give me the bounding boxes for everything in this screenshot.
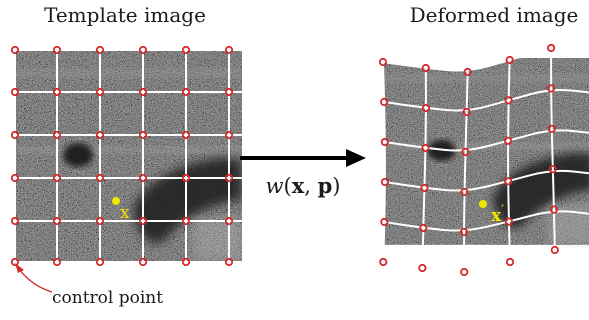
warped-line-horizontal — [383, 250, 589, 272]
transform-function: w — [266, 174, 284, 198]
template-image — [15, 50, 242, 262]
transform-close-paren: ) — [332, 174, 340, 198]
control-point-marker — [504, 177, 513, 186]
control-point-marker — [138, 216, 148, 226]
deformed-point-marker — [479, 200, 487, 208]
control-point-marker — [10, 45, 20, 55]
control-point-marker — [548, 165, 557, 174]
control-point-marker — [52, 45, 62, 55]
control-point-marker — [224, 257, 234, 267]
transform-open-paren: ( — [284, 174, 292, 198]
control-point-marker — [95, 173, 105, 183]
control-point-marker — [10, 257, 20, 267]
control-point-pointer — [15, 263, 53, 293]
transform-p: p — [318, 173, 333, 198]
control-point-marker — [138, 45, 148, 55]
control-point-marker — [224, 130, 234, 140]
control-point-marker — [95, 257, 105, 267]
control-point-marker — [421, 103, 431, 113]
control-point-marker — [10, 216, 20, 226]
control-point-marker — [138, 173, 148, 183]
control-point-marker — [421, 63, 430, 73]
control-point-marker — [549, 205, 559, 214]
control-point-marker — [547, 124, 556, 133]
template-title: Template image — [44, 3, 206, 27]
control-point-marker — [378, 57, 388, 67]
control-point-marker — [380, 177, 390, 187]
deformed-image — [383, 58, 589, 245]
deformed-point-letter: x — [491, 206, 502, 226]
control-point-marker — [52, 130, 62, 140]
control-point-marker — [420, 183, 429, 193]
control-point-marker — [505, 257, 515, 267]
control-point-marker — [138, 257, 148, 267]
control-point-marker — [95, 87, 105, 97]
template-grid — [14, 49, 242, 263]
control-point-marker — [52, 87, 62, 97]
control-point-marker — [505, 55, 514, 65]
control-point-marker — [463, 67, 472, 77]
control-point-marker — [224, 45, 234, 55]
transform-comma: , — [304, 174, 317, 198]
control-point-label: control point — [52, 288, 163, 308]
control-point-marker — [224, 173, 234, 183]
transform-x: x — [292, 173, 305, 198]
control-point-marker — [95, 216, 105, 226]
deformed-point-prime: ′ — [501, 203, 504, 218]
control-point-marker — [503, 136, 513, 145]
control-point-marker — [181, 130, 191, 140]
control-point-marker — [224, 87, 234, 97]
control-point-marker — [181, 173, 191, 183]
control-point-marker — [224, 216, 234, 226]
control-point-marker — [181, 45, 191, 55]
control-point-marker — [138, 87, 148, 97]
transform-arrow — [240, 149, 366, 167]
control-point-marker — [52, 216, 62, 226]
template-control-points — [10, 45, 234, 267]
control-point-marker — [461, 147, 470, 157]
control-point-marker — [52, 257, 62, 267]
control-point-marker — [10, 130, 20, 140]
template-point-marker — [112, 197, 120, 205]
template-point-label: x — [120, 203, 130, 223]
control-point-marker — [460, 187, 469, 197]
control-point-marker — [419, 223, 428, 233]
warped-line-vertical — [382, 61, 386, 263]
control-point-marker — [181, 257, 191, 267]
deformed-point-label: x′ — [491, 203, 504, 226]
control-point-marker — [181, 87, 191, 97]
control-point-marker — [379, 257, 388, 267]
control-point-marker — [550, 245, 559, 255]
deformed-control-points — [378, 43, 559, 277]
control-point-marker — [421, 143, 430, 153]
control-point-marker — [504, 217, 513, 226]
control-point-marker — [504, 96, 513, 105]
deformed-grid — [382, 47, 589, 273]
control-point-marker — [546, 84, 556, 93]
control-point-marker — [459, 227, 469, 237]
control-point-marker — [460, 267, 469, 277]
control-point-marker — [52, 173, 62, 183]
control-point-marker — [462, 107, 471, 117]
control-point-marker — [181, 216, 191, 226]
control-point-marker — [95, 45, 105, 55]
control-point-marker — [380, 217, 389, 227]
control-point-marker — [10, 173, 20, 183]
transform-label: w(x, p) — [266, 173, 341, 198]
control-point-marker — [10, 87, 20, 97]
control-point-marker — [380, 97, 389, 107]
control-point-marker — [546, 43, 556, 53]
control-point-marker — [418, 263, 427, 273]
control-point-marker — [138, 130, 148, 140]
deformed-title: Deformed image — [410, 3, 579, 27]
control-point-marker — [95, 130, 105, 140]
control-point-marker — [380, 137, 389, 147]
